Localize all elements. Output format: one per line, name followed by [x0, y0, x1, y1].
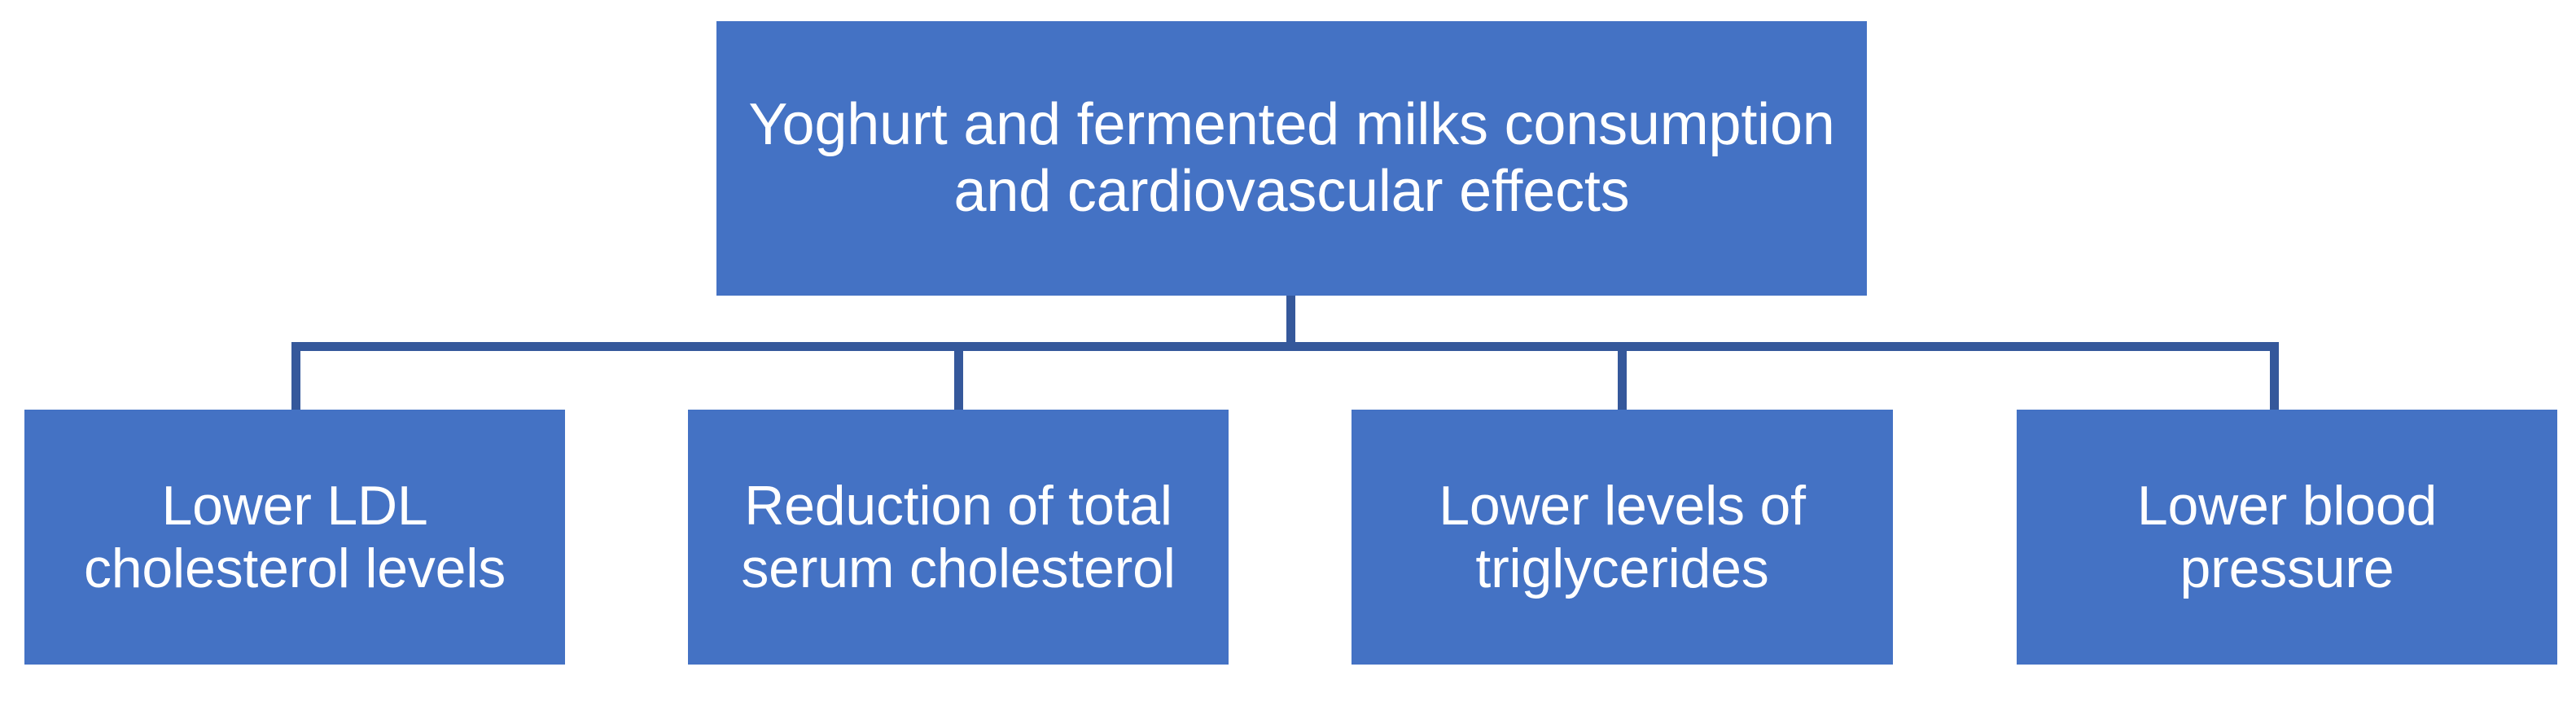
child-node-lower-ldl-cholesterol-levels[interactable]: Lower LDL cholesterol levels [24, 410, 565, 665]
connector-drop-reduction-of-total-serum-cholesterol [954, 342, 963, 410]
connector-drop-lower-levels-of-triglycerides [1618, 342, 1627, 410]
connector-root-stem [1286, 296, 1295, 349]
child-node-lower-levels-of-triglycerides[interactable]: Lower levels of triglycerides [1352, 410, 1893, 665]
connector-drop-lower-blood-pressure [2270, 342, 2279, 410]
connector-horizontal-bus [291, 342, 2279, 351]
child-node-reduction-of-total-serum-cholesterol[interactable]: Reduction of total serum cholesterol [688, 410, 1229, 665]
child-node-lower-blood-pressure[interactable]: Lower blood pressure [2017, 410, 2557, 665]
connector-drop-lower-ldl-cholesterol-levels [291, 342, 300, 410]
root-node-cardiovascular-effects[interactable]: Yoghurt and fermented milks consumption … [716, 21, 1867, 296]
